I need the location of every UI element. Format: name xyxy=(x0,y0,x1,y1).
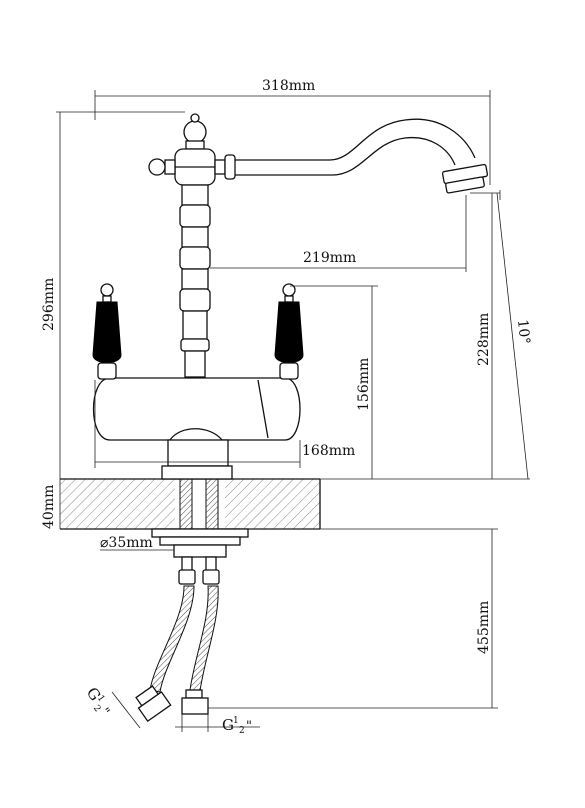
dim-width-total: 318mm xyxy=(262,78,315,94)
dim-hose-length: 455mm xyxy=(476,601,492,654)
dim-angle: 10° xyxy=(514,319,533,345)
svg-text:1: 1 xyxy=(233,716,239,726)
dim-deck-thickness: 40mm xyxy=(41,485,57,529)
faucet-body xyxy=(92,113,489,480)
svg-text:": " xyxy=(246,719,252,734)
dim-height-total: 296mm xyxy=(41,278,57,331)
thread-label-left: G 1 2 " xyxy=(83,684,112,719)
countertop-section xyxy=(60,478,530,530)
dim-base-width: 168mm xyxy=(302,443,355,459)
dim-spout-reach: 219mm xyxy=(303,250,356,266)
svg-text:2: 2 xyxy=(91,704,102,714)
dim-hole-diameter: ⌀35mm xyxy=(100,535,153,551)
dim-spout-height: 228mm xyxy=(476,313,492,366)
dimension-labels: 318mm 219mm 296mm 228mm 10° 156mm 168mm … xyxy=(41,78,533,736)
mounting-hardware xyxy=(151,478,249,585)
dimension-lines xyxy=(56,90,529,732)
svg-text:2: 2 xyxy=(239,726,245,736)
flexible-hoses xyxy=(135,585,219,723)
thread-label-right: G 1 2 " xyxy=(222,716,252,736)
svg-text:G: G xyxy=(222,716,234,734)
dim-handle-height: 156mm xyxy=(356,358,372,411)
svg-text:1: 1 xyxy=(95,694,106,704)
